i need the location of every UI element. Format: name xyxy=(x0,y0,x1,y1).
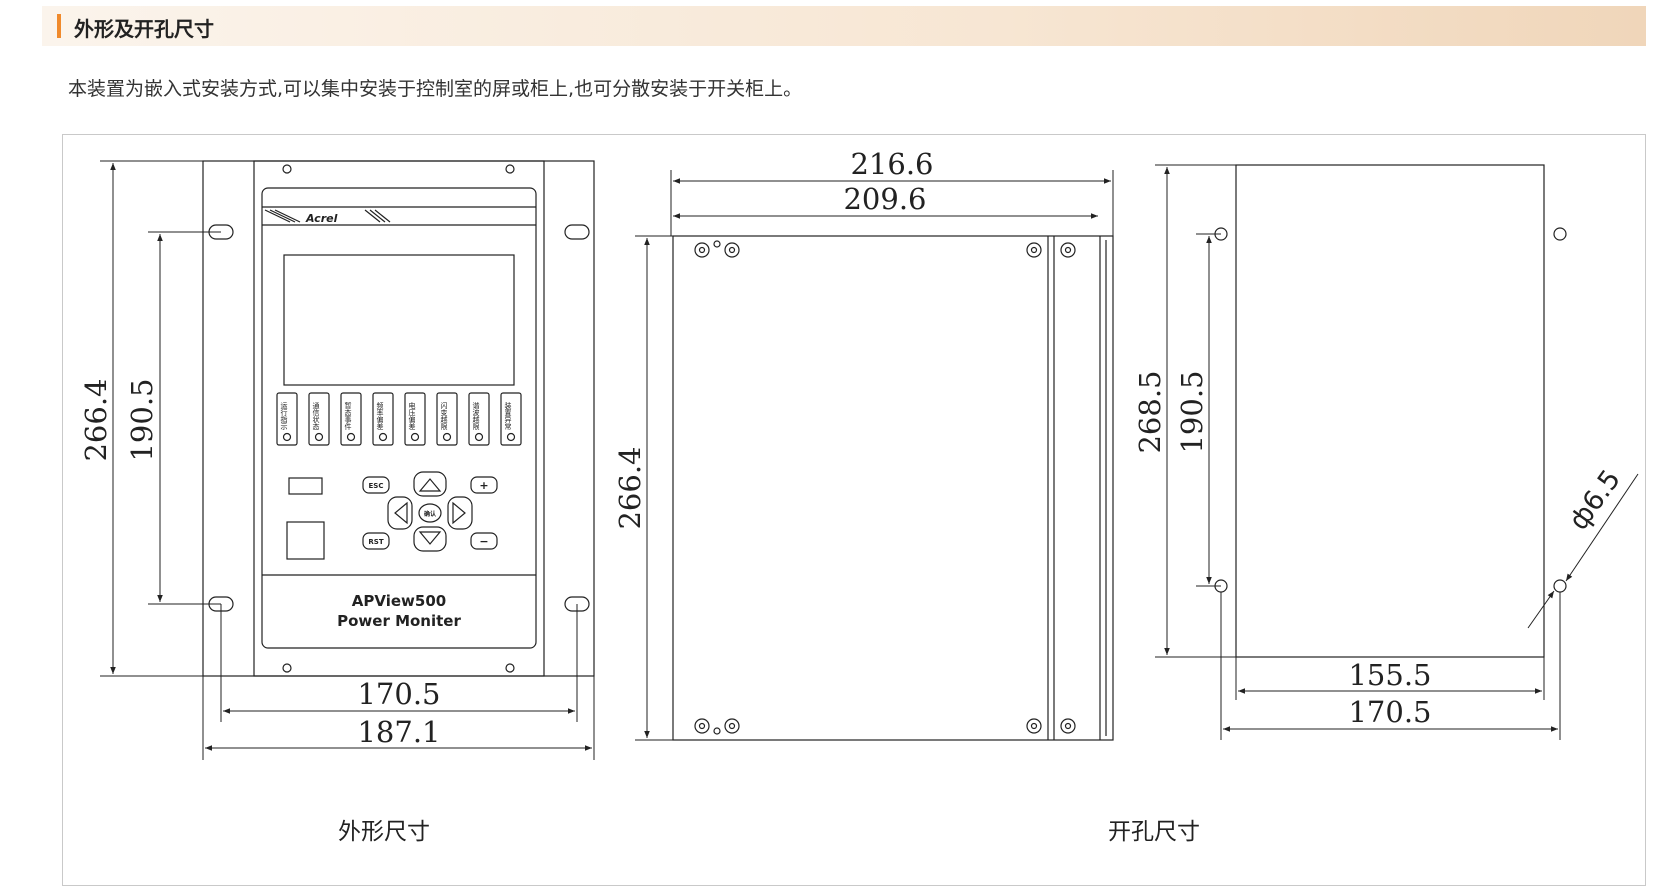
indicator-label: 通信状态 xyxy=(312,401,320,430)
indicator-label: 电压偏差 xyxy=(408,401,416,430)
cutout-outline xyxy=(1235,164,1545,658)
dim-front-width-total: 187.1 xyxy=(357,715,440,749)
indicator-labels: 运行指示 通信状态 暂态事件 频率偏差 电压偏差 闪变越限 谐波越限 装置异常 xyxy=(280,401,512,431)
esc-key xyxy=(362,476,390,494)
status-window xyxy=(288,477,323,495)
mount-hole-icon xyxy=(1553,579,1567,593)
arrow-down-icon xyxy=(418,531,442,545)
dim-cutout-width: 155.5 xyxy=(1348,658,1431,692)
indicator-label: 闪变越限 xyxy=(440,401,448,431)
dim-front-height-holes: 190.5 xyxy=(125,378,159,461)
dim-cutout-height: 268.5 xyxy=(1133,370,1167,453)
plus-key-label: + xyxy=(479,479,488,492)
indicator-label: 频率偏差 xyxy=(376,401,384,430)
model-subtitle: Power Moniter xyxy=(337,612,461,630)
indicator-label: 谐波越限 xyxy=(472,401,480,431)
cutout-view xyxy=(1155,164,1639,740)
arrow-right-icon xyxy=(452,501,466,525)
mount-hole-icon xyxy=(1553,227,1567,241)
minus-key-label: − xyxy=(479,535,488,548)
front-view xyxy=(100,160,595,760)
dim-hole-diameter: ф6.5 xyxy=(1563,464,1627,536)
brand-logo: Acrel xyxy=(305,212,338,225)
enter-key-label: 确认 xyxy=(424,510,437,518)
dim-cutout-width-holes: 170.5 xyxy=(1348,695,1431,729)
cutout-dimension-lines xyxy=(1155,164,1639,740)
rst-key xyxy=(362,532,390,550)
arrow-up-icon xyxy=(418,478,442,492)
arrow-left-icon xyxy=(394,501,408,525)
esc-key-label: ESC xyxy=(369,482,384,490)
dim-cutout-height-holes: 190.5 xyxy=(1175,370,1209,453)
side-view xyxy=(635,170,1114,741)
indicator-panel xyxy=(276,392,522,446)
dim-side-height: 266.4 xyxy=(613,446,647,529)
front-body xyxy=(253,160,545,677)
side-dimension-lines xyxy=(635,170,1114,741)
section-title: 外形及开孔尺寸 xyxy=(74,17,214,41)
screw-icon xyxy=(282,164,292,174)
screw-icon xyxy=(282,663,292,673)
lcd-screen xyxy=(283,254,515,386)
screw-icon xyxy=(505,663,515,673)
dim-front-width-holes: 170.5 xyxy=(357,677,440,711)
intro-text: 本装置为嵌入式安装方式,可以集中安装于控制室的屏或柜上,也可分散安装于开关柜上。 xyxy=(68,78,803,100)
section-header: 外形及开孔尺寸 xyxy=(42,6,1646,46)
plus-key xyxy=(470,476,498,494)
minus-key xyxy=(470,532,498,550)
slot-hole-icon xyxy=(564,224,590,240)
header-accent-bar xyxy=(57,14,61,38)
caption-outline-dimensions: 外形尺寸 xyxy=(338,819,430,845)
drawing-frame xyxy=(62,134,1646,886)
front-dimension-lines xyxy=(100,160,595,760)
indicator-label: 装置异常 xyxy=(504,401,512,431)
model-name: APView500 xyxy=(352,592,446,610)
side-body xyxy=(672,235,1114,741)
indicator-label: 暂态事件 xyxy=(344,401,352,431)
dim-side-depth-total: 216.6 xyxy=(850,147,933,181)
screw-icon xyxy=(505,164,515,174)
dim-side-depth-body: 209.6 xyxy=(843,182,926,216)
front-panel xyxy=(261,187,537,649)
port-window xyxy=(286,521,325,560)
rst-key-label: RST xyxy=(368,538,383,546)
direction-pad xyxy=(387,471,473,552)
dim-front-height-total: 266.4 xyxy=(79,378,113,461)
indicator-label: 运行指示 xyxy=(280,402,288,430)
caption-cutout-dimensions: 开孔尺寸 xyxy=(1108,819,1200,845)
side-screws xyxy=(694,240,1076,735)
